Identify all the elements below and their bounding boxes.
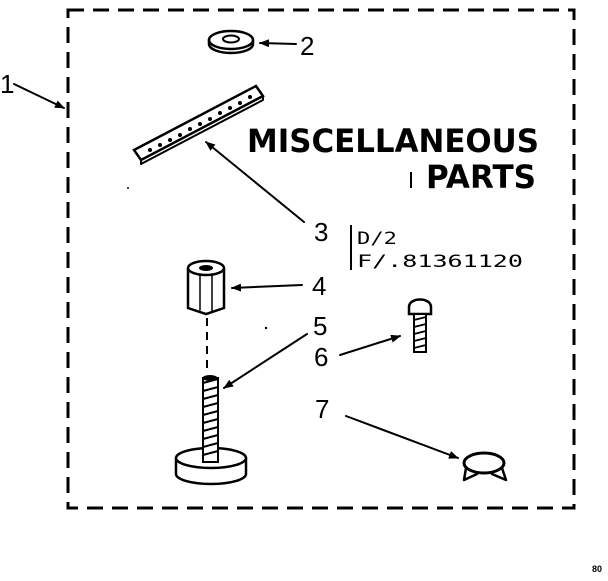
hex-coupling-part [186, 259, 226, 316]
leader-2 [259, 39, 297, 48]
callout-7: 7 [315, 394, 329, 424]
leader-3 [205, 141, 305, 223]
callout-1: 1 [0, 69, 14, 99]
callout-2: 2 [300, 31, 314, 61]
hose-clamp-part [462, 451, 508, 482]
code-line-1: D/2 [357, 229, 397, 249]
screw-part [407, 298, 433, 353]
scan-speck [127, 187, 129, 189]
footer-mark: 80 [592, 564, 602, 574]
title-line-2: PARTS [426, 158, 536, 196]
leader-5 [223, 333, 308, 389]
code-line-2: F/.81361120 [357, 252, 523, 272]
leader-7 [345, 415, 459, 459]
leader-6 [339, 334, 401, 356]
kit-boundary [66, 8, 576, 510]
leader-4 [231, 283, 303, 292]
callout-5: 5 [313, 311, 327, 341]
callout-6: 6 [314, 342, 328, 372]
callout-4: 4 [312, 271, 326, 301]
leader-1 [13, 83, 65, 109]
washer-part [207, 29, 255, 55]
scan-speck [264, 326, 268, 330]
bracket-strip-part [132, 84, 265, 165]
callout-3: 3 [314, 217, 328, 247]
title-line-1: MISCELLANEOUS [247, 122, 539, 160]
leveling-leg-part [174, 375, 248, 486]
